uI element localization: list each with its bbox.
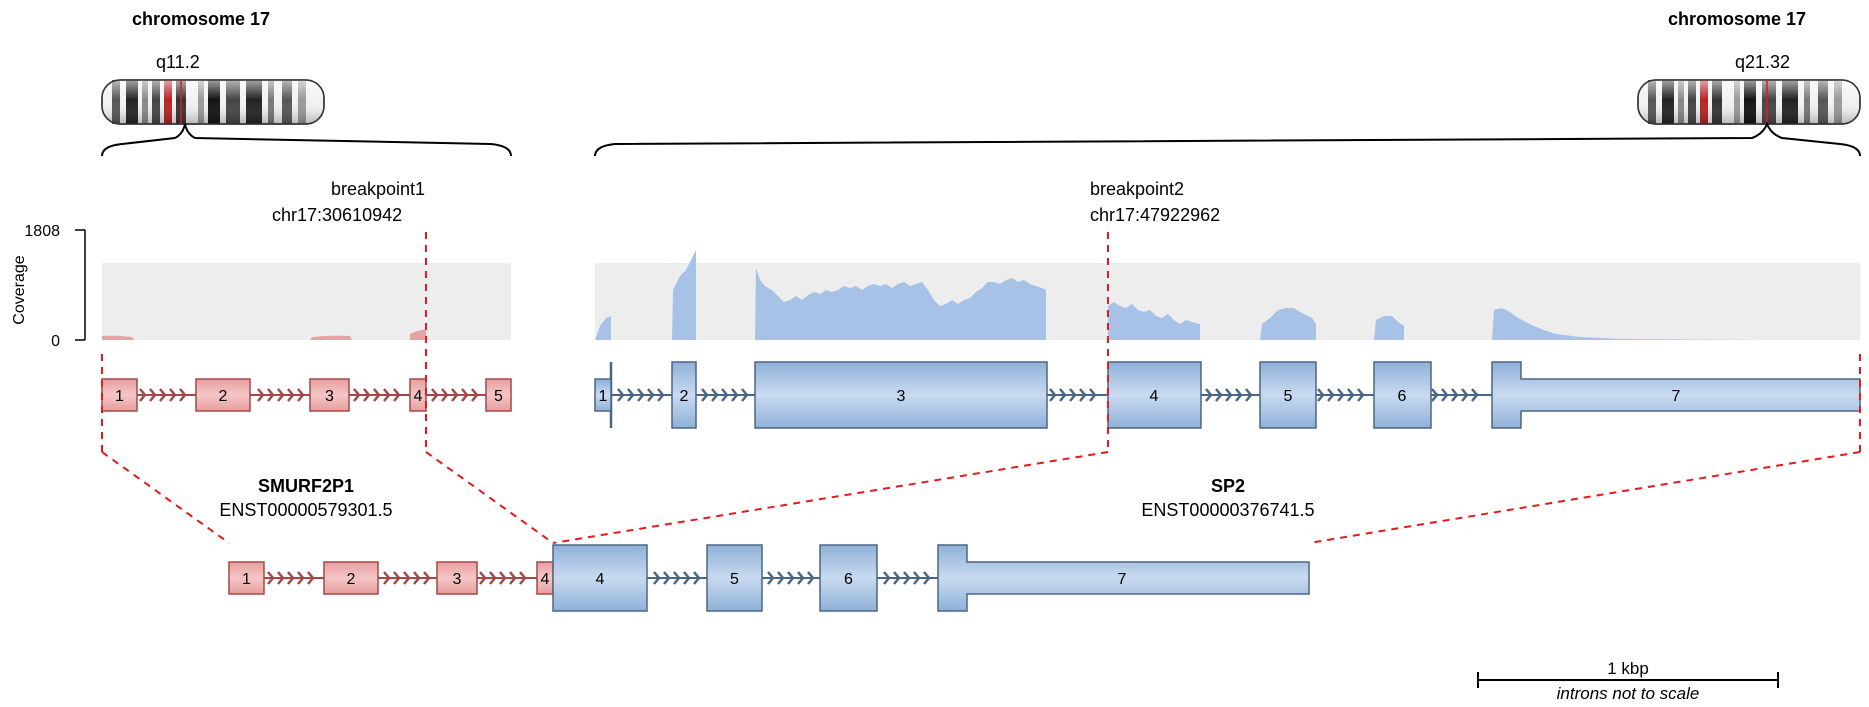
gene2-exon [594, 378, 612, 412]
gene1-transcript-id: ENST00000579301.5 [219, 500, 392, 520]
fusion-exon-gene2 [819, 544, 878, 612]
gene1-exon-label: 5 [494, 388, 503, 405]
left-band-label: q11.2 [156, 52, 200, 72]
gene2-exon [754, 361, 1048, 429]
right-zoom-brace [594, 121, 1861, 157]
fusion-exon-gene2 [706, 544, 763, 612]
scale-bar-label: 1 kbp [1607, 659, 1649, 678]
gene2-exon [1107, 361, 1202, 429]
gene1-exon [101, 378, 138, 412]
breakpoint2-position: chr17:47922962 [1090, 205, 1220, 225]
gene1-exon [195, 378, 251, 412]
gene2-transcript: 1 2 3 4 5 6 7 [594, 361, 1861, 429]
fusion-exon-gene1 [228, 561, 265, 595]
scale-bar-note: introns not to scale [1557, 684, 1700, 703]
fusion-transcript: 1 2 3 4 4 5 6 7 [228, 544, 1310, 612]
gene2-transcript-id: ENST00000376741.5 [1141, 500, 1314, 520]
breakpoint2-label: breakpoint2 [1090, 179, 1184, 199]
right-chromosome-title: chromosome 17 [1668, 9, 1806, 29]
gene1-transcript: 1 2 3 4 5 [101, 378, 512, 412]
gene2-intron-arrows [617, 388, 1479, 402]
coverage-axis-label: Coverage [11, 255, 28, 324]
fusion-exon-label: 5 [730, 571, 739, 588]
gene2-exon [1259, 361, 1317, 429]
gene2-exon-label: 5 [1284, 388, 1293, 405]
left-chromosome-ideogram [101, 79, 325, 125]
gene2-symbol: SP2 [1211, 476, 1245, 496]
fusion-exon-gene1 [436, 561, 478, 595]
gene2-exon-label: 2 [680, 388, 689, 405]
left-zoom-brace [101, 123, 512, 157]
fusion-exon-label: 6 [844, 571, 853, 588]
fusion-exon-label: 7 [1118, 571, 1127, 588]
right-chromosome-ideogram [1637, 79, 1861, 125]
gene1-exon-label: 2 [219, 388, 228, 405]
fusion-exon-gene1 [323, 561, 379, 595]
gene1-intron-arrows [139, 388, 479, 402]
gene2-exon-label: 3 [897, 388, 906, 405]
gene2-exon [671, 361, 697, 429]
gene1-exon [485, 378, 512, 412]
fusion-exon-label: 4 [541, 571, 550, 588]
breakpoint1-position: chr17:30610942 [272, 205, 402, 225]
left-chromosome-title: chromosome 17 [132, 9, 270, 29]
gene2-exon-label: 1 [599, 388, 608, 405]
fusion-exon-gene2 [552, 544, 648, 612]
coverage-panel-gene1 [102, 263, 511, 340]
coverage-track-gene1 [102, 329, 426, 340]
gene2-exon-label: 6 [1398, 388, 1407, 405]
fusion-exon-label: 4 [596, 571, 605, 588]
gene1-exon-label: 4 [414, 388, 423, 405]
breakpoint1-label: breakpoint1 [331, 179, 425, 199]
gene1-exon [309, 378, 350, 412]
fusion-exon-label: 3 [453, 571, 462, 588]
gene1-exon-label: 3 [325, 388, 334, 405]
scale-bar [1477, 672, 1779, 688]
right-band-label: q21.32 [1735, 52, 1790, 72]
fusion-exon-gene2 [937, 544, 1310, 612]
coverage-min-tick: 0 [51, 333, 60, 350]
gene1-exon-label: 1 [115, 388, 124, 405]
gene1-symbol: SMURF2P1 [258, 476, 354, 496]
coverage-max-tick: 1808 [24, 223, 60, 240]
coverage-axis [75, 229, 86, 341]
fusion-exon-label: 1 [242, 571, 251, 588]
breakpoint-lines [101, 232, 1861, 544]
gene2-exon [1373, 361, 1432, 429]
gene2-exon-label: 7 [1672, 388, 1681, 405]
fusion-exon-label: 2 [347, 571, 356, 588]
gene2-exon-label: 4 [1150, 388, 1159, 405]
coverage-track-gene2 [595, 250, 1760, 340]
